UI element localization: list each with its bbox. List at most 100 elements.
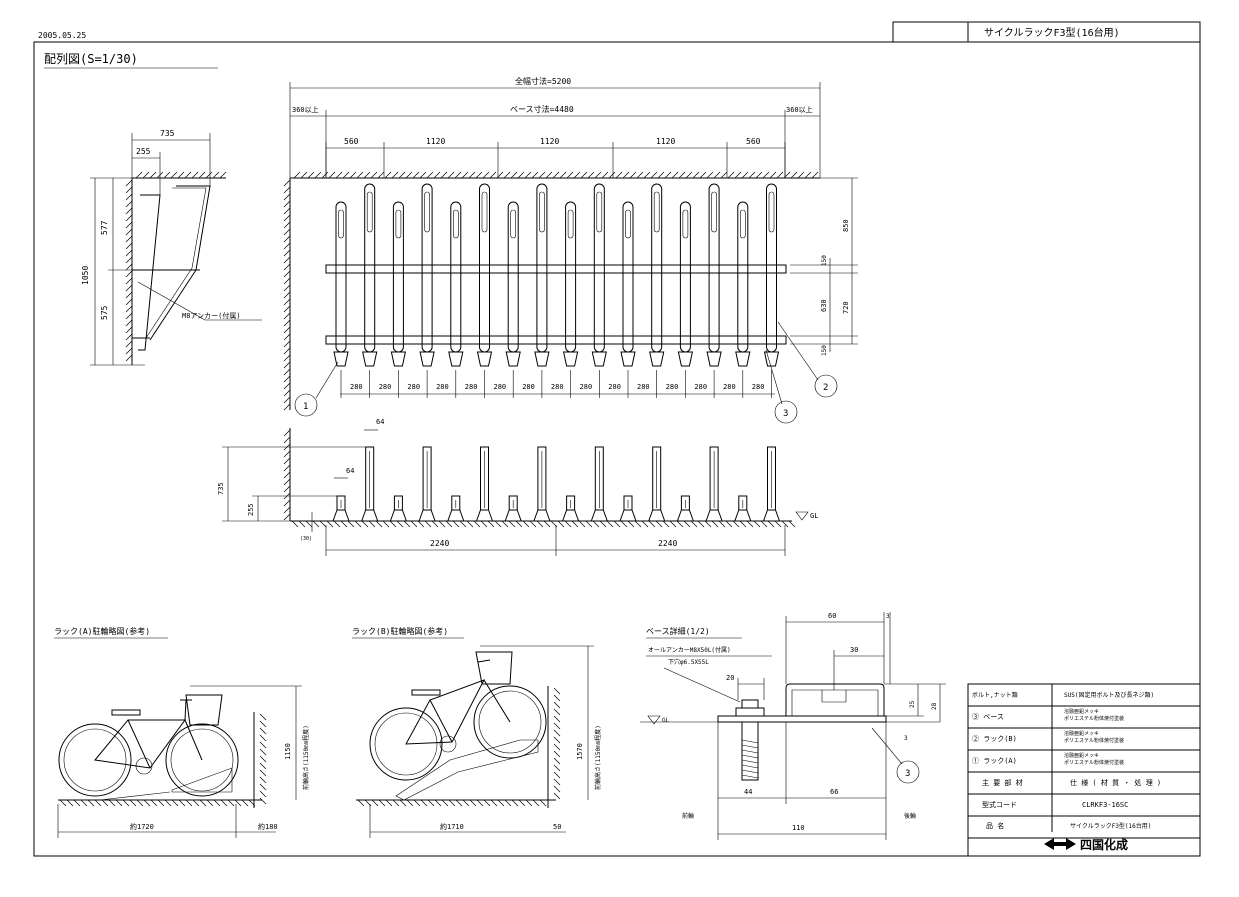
anchor-rib — [741, 759, 759, 764]
bike-b-rack-ramp — [395, 739, 539, 801]
hatch-stroke — [349, 171, 357, 179]
hatch-stroke — [571, 520, 579, 528]
rack-slot — [682, 209, 689, 239]
hatch-stroke — [620, 520, 628, 528]
base-dim-28: 28 — [931, 702, 938, 710]
rack-slot — [338, 209, 344, 239]
hatch-stroke — [426, 171, 434, 179]
rack-foot — [362, 351, 378, 367]
hatch-stroke — [259, 713, 267, 721]
hatch-stroke — [129, 799, 137, 807]
dim-bay-3: 1120 — [540, 137, 559, 146]
hatch-stroke — [727, 171, 735, 179]
bike-a-front-wheel — [165, 723, 239, 797]
tb-row-6-value: サイクルラックF3型(16台用) — [1070, 822, 1151, 830]
base-side-right: 後輪 — [904, 812, 916, 820]
bike-a-saddle — [111, 709, 141, 716]
hatch-stroke — [587, 171, 595, 179]
hatch-stroke — [804, 171, 812, 179]
hatch-stroke — [125, 270, 133, 278]
hatch-stroke — [293, 171, 301, 179]
hatch-stroke — [391, 171, 399, 179]
title-header-box — [892, 21, 1201, 43]
hatch-stroke — [219, 171, 227, 179]
hatch-stroke — [312, 520, 320, 528]
dim-255-label: 255 — [136, 147, 151, 156]
side-wall-hatch — [125, 179, 133, 362]
hatch-stroke — [629, 171, 637, 179]
hatch-stroke — [525, 799, 533, 807]
hatch-stroke — [213, 799, 221, 807]
hatch-stroke — [466, 520, 474, 528]
plan-wall-hatch — [283, 179, 291, 411]
base-dim-60: 60 — [828, 612, 836, 620]
hatch-stroke — [553, 701, 561, 709]
base-anchor-sub: 下穴φ6.5X55L — [668, 658, 709, 666]
rack-elev-foot — [562, 509, 580, 522]
hatch-stroke — [553, 785, 561, 793]
rack-slot — [567, 209, 574, 239]
hatch-stroke — [177, 171, 185, 179]
hatch-stroke — [455, 799, 463, 807]
hatch-stroke — [553, 687, 561, 695]
hatch-stroke — [259, 790, 267, 798]
hatch-stroke — [543, 520, 551, 528]
rack-elev-foot — [476, 509, 493, 522]
hatch-stroke — [283, 429, 291, 437]
pitch-label: 280 — [494, 383, 507, 391]
hatch-stroke — [634, 520, 642, 528]
hatch-stroke — [94, 799, 102, 807]
hatch-stroke — [198, 171, 206, 179]
hatch-stroke — [615, 171, 623, 179]
hatch-stroke — [342, 171, 350, 179]
dim-30-label: (30) — [300, 536, 312, 542]
hatch-stroke — [725, 520, 733, 528]
hatch-stroke — [592, 520, 600, 528]
hatch-stroke — [354, 520, 362, 528]
hatch-stroke — [283, 333, 291, 341]
side-rack-front — [138, 194, 161, 351]
hatch-stroke — [692, 171, 700, 179]
hatch-stroke — [655, 520, 663, 528]
hatch-stroke — [283, 277, 291, 285]
hatch-stroke — [420, 799, 428, 807]
hatch-stroke — [753, 520, 761, 528]
base-plate — [717, 715, 887, 723]
elev-ground-hatch — [291, 520, 796, 528]
hatch-stroke — [678, 171, 686, 179]
base-nut — [735, 707, 765, 717]
base-side-left: 前輪 — [682, 812, 694, 820]
hatch-stroke — [713, 171, 721, 179]
hatch-stroke — [150, 799, 158, 807]
tb-row-1-value: 溶融亜鉛メッキポリエステル粉体焼付塗装 — [1064, 708, 1124, 722]
bike-a-title: ラック(A)駐輪略図(参考) — [54, 626, 150, 636]
rack-elev-foot — [705, 509, 723, 522]
hatch-stroke — [283, 471, 291, 479]
dim-575-label: 575 — [100, 305, 109, 320]
hatch-stroke — [424, 520, 432, 528]
dim-right-150b: 150 — [821, 345, 828, 356]
rack-foot — [534, 351, 550, 367]
rack-b-plan — [708, 183, 720, 353]
hatch-stroke — [191, 171, 199, 179]
hatch-stroke — [553, 771, 561, 779]
hatch-stroke — [524, 171, 532, 179]
hatch-stroke — [788, 520, 796, 528]
elev-gl-symbol — [795, 511, 809, 521]
hatch-stroke — [80, 799, 88, 807]
hatch-stroke — [797, 171, 805, 179]
bike-b-length: 約1710 — [440, 822, 464, 831]
dim-end-right: 360以上 — [786, 105, 813, 114]
hatch-stroke — [234, 799, 242, 807]
hatch-stroke — [501, 520, 509, 528]
plan-view: 全幅寸法=5200 ベース寸法=4480 360以上 360以上 560 112… — [283, 76, 858, 424]
bike-a-gap: 約180 — [258, 822, 278, 831]
hatch-stroke — [283, 235, 291, 243]
title-block-row-6: 品 名 サイクルラックF3型(16台用) — [986, 821, 1151, 830]
hatch-stroke — [490, 799, 498, 807]
hatch-stroke — [73, 799, 81, 807]
base-anchor-label: オールアンカーM8X50L(付属) — [648, 646, 731, 654]
pitch-label: 280 — [608, 383, 621, 391]
hatch-stroke — [529, 520, 537, 528]
title-block-row-0: ボルト,ナット類 SUS(固定用ボルト及び長ネジ類) — [972, 691, 1154, 699]
